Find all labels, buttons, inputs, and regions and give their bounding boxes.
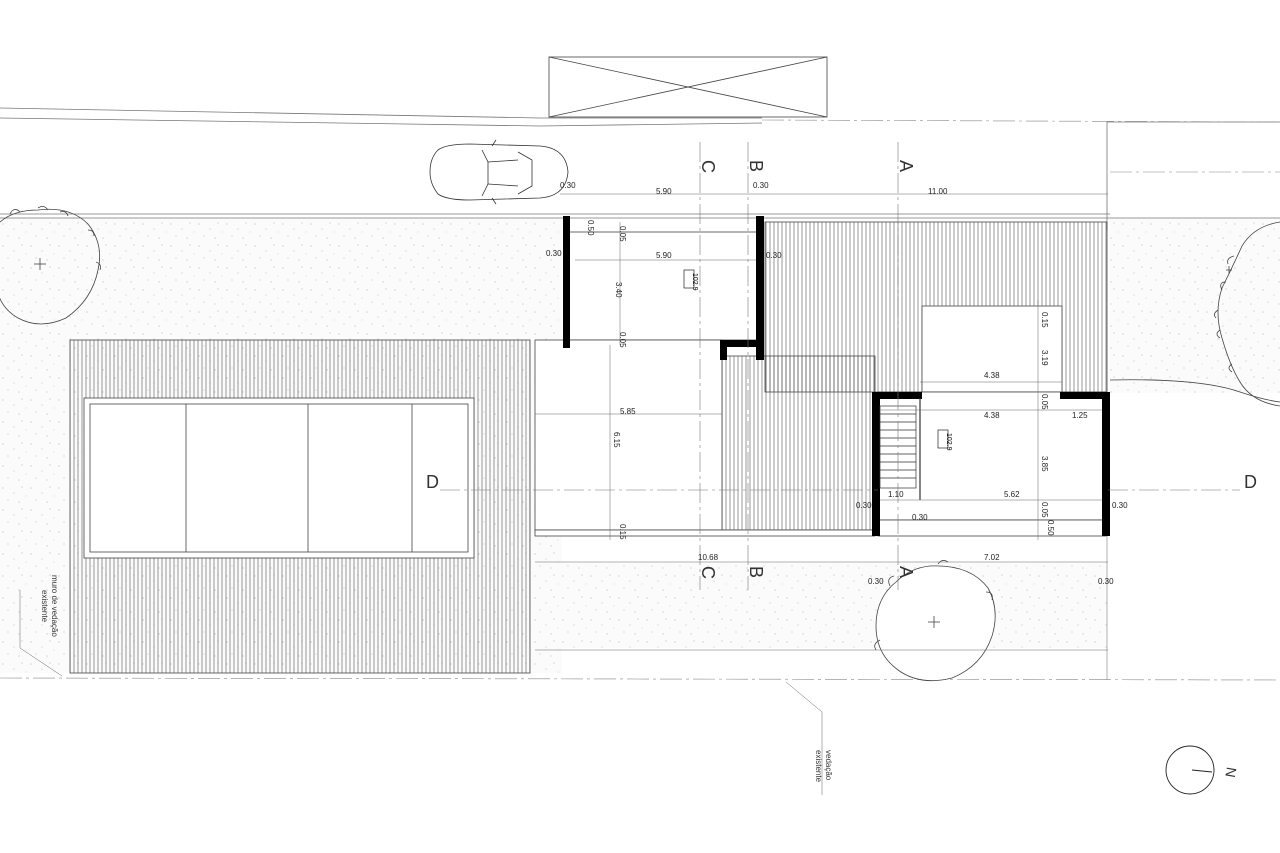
dim-top-1100: 11.00 <box>928 187 948 196</box>
note-wall-line1: muro de vedação <box>50 575 59 637</box>
dim-upper-005a: 0.05 <box>618 226 627 242</box>
tree-right <box>1109 221 1280 407</box>
dim-r-005a: 0.05 <box>1040 394 1049 410</box>
grid-label-a-bottom: A <box>896 566 916 578</box>
dim-b-1068: 10.68 <box>698 553 719 562</box>
dim-r-050: 0.50 <box>1046 520 1055 536</box>
note-fence-line2: existente <box>814 750 823 783</box>
dim-mid-615: 6.15 <box>612 432 621 448</box>
dim-r-125: 1.25 <box>1072 411 1088 420</box>
deck-center <box>721 355 876 531</box>
dim-r-030l: 0.30 <box>856 501 872 510</box>
note-fence-line1: vedação <box>824 750 833 781</box>
grid-label-d-left: D <box>426 472 439 492</box>
grid-label-a-top: A <box>896 160 916 172</box>
dim-b-702: 7.02 <box>984 553 1000 562</box>
dim-r-030r: 0.30 <box>1112 501 1128 510</box>
middle-slab <box>534 339 723 531</box>
grid-label-b-top: B <box>746 160 766 172</box>
tree-bottom <box>874 560 996 682</box>
level-marker-lower <box>937 429 949 449</box>
garden-center-bottom <box>535 562 1107 648</box>
north-arrow: N <box>1165 745 1240 795</box>
dim-upper-050: 0.50 <box>586 220 595 236</box>
grid-label-c-top: C <box>698 160 718 173</box>
dim-upper-005b: 0.05 <box>618 332 627 348</box>
level-upper-room: 102.9 <box>691 273 698 291</box>
dim-top-590: 5.90 <box>656 187 672 196</box>
dim-b-030r: 0.30 <box>1098 577 1114 586</box>
level-marker-upper <box>683 269 695 289</box>
dim-mid-015: 0.15 <box>618 524 627 540</box>
car <box>429 139 569 205</box>
grid-label-b-bottom: B <box>746 566 766 578</box>
dim-r-385: 3.85 <box>1040 456 1049 472</box>
dim-r-319: 3.19 <box>1040 350 1049 366</box>
dim-r-438a: 4.38 <box>984 371 1000 380</box>
dim-r-005b: 0.05 <box>1040 502 1049 518</box>
upper-room-floor <box>568 231 760 341</box>
street-lines <box>0 107 1280 230</box>
pool <box>83 397 475 559</box>
dimension-lines <box>19 193 1108 795</box>
dim-b-030l: 0.30 <box>868 577 884 586</box>
middle-threshold <box>534 529 876 537</box>
tree-left <box>0 206 101 325</box>
walls <box>563 216 1110 536</box>
dim-upper-right030: 0.30 <box>766 251 782 260</box>
dim-r-562: 5.62 <box>1004 490 1020 499</box>
grid-label-d-right: D <box>1244 472 1257 492</box>
right-room-top-floor <box>921 305 1063 393</box>
dim-mid-585: 5.85 <box>620 407 636 416</box>
section-lines <box>440 142 1240 590</box>
axis-lines <box>0 119 1280 681</box>
dim-upper-left030: 0.30 <box>546 249 562 258</box>
level-lower-room: 102.9 <box>945 433 952 451</box>
right-room-threshold <box>877 519 1107 537</box>
dim-upper-340: 3.40 <box>614 282 623 298</box>
garden-right <box>1110 218 1280 393</box>
stair <box>879 398 921 500</box>
parking-space <box>548 56 828 118</box>
dim-r-015: 0.15 <box>1040 312 1049 328</box>
dim-r-438b: 4.38 <box>984 411 1000 420</box>
dim-top-b030: 0.30 <box>753 181 769 190</box>
dim-top-030: 0.30 <box>560 181 576 190</box>
north-label: N <box>1222 766 1240 779</box>
note-wall-line2: existente <box>40 590 49 623</box>
dim-upper-590: 5.90 <box>656 251 672 260</box>
grid-label-c-bottom: C <box>698 566 718 579</box>
dim-r-030m: 0.30 <box>912 513 928 522</box>
dim-r-110: 1.10 <box>888 490 904 499</box>
